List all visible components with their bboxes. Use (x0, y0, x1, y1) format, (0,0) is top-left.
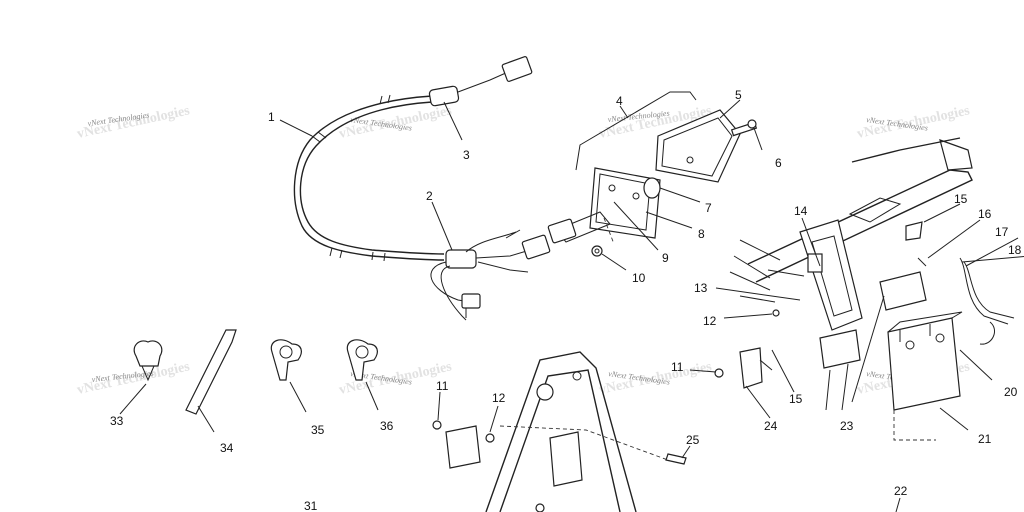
callout-3: 3 (463, 148, 470, 162)
callout-2: 2 (426, 189, 433, 203)
callout-17: 17 (995, 225, 1009, 239)
callout-8: 8 (698, 227, 705, 241)
callout-36: 36 (380, 419, 394, 433)
wire-harness (293, 56, 551, 321)
callout-20: 20 (1004, 385, 1018, 399)
callout-14: 14 (794, 204, 808, 218)
callout-7: 7 (705, 201, 712, 215)
callout-18: 18 (1008, 243, 1022, 257)
taillight-assembly (547, 91, 758, 257)
callout-10: 10 (632, 271, 646, 285)
callout-35: 35 (311, 423, 325, 437)
callout-22: 22 (894, 484, 908, 498)
mounting-plate (432, 351, 687, 512)
frame-assembly (714, 137, 1015, 441)
callout-6: 6 (775, 156, 782, 170)
leader-lines (119, 99, 1024, 512)
callout-23: 23 (840, 419, 854, 433)
callout-15: 15 (954, 192, 968, 206)
callout-4: 4 (616, 94, 623, 108)
callout-1: 1 (268, 110, 275, 124)
callout-16: 16 (978, 207, 992, 221)
callout-11-relay: 11 (436, 379, 449, 393)
callout-34: 34 (220, 441, 234, 455)
callout-labels: 1 2 3 4 5 6 7 8 9 10 14 13 12 11 15 24 2… (110, 88, 1022, 512)
callout-15-bracket: 15 (789, 392, 803, 406)
callout-21: 21 (978, 432, 992, 446)
callout-13: 13 (694, 281, 708, 295)
callout-9: 9 (662, 251, 669, 265)
callout-12-relay: 12 (492, 391, 506, 405)
callout-11-frame: 11 (671, 360, 684, 374)
callout-25: 25 (686, 433, 700, 447)
callout-24: 24 (764, 419, 778, 433)
callout-31: 31 (304, 499, 318, 512)
callout-12-frame: 12 (703, 314, 717, 328)
callout-5: 5 (735, 88, 742, 102)
callout-33: 33 (110, 414, 124, 428)
clips-and-ties (133, 329, 378, 415)
